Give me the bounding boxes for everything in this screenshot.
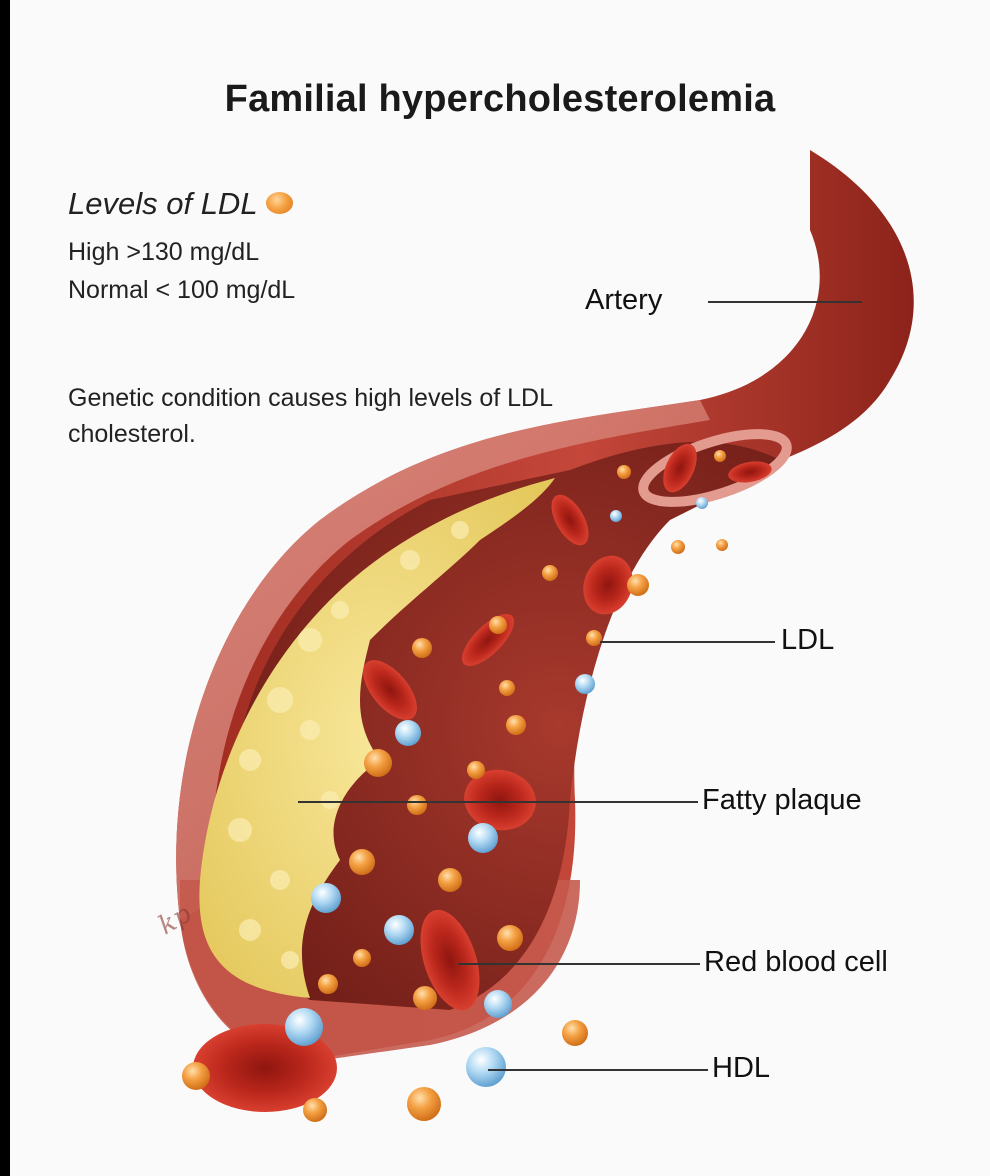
ldl-high-level: High >130 mg/dL <box>68 238 260 266</box>
ldl-label: LDL <box>781 624 835 656</box>
red-blood-cell <box>728 461 772 483</box>
hdl-particle <box>311 883 341 913</box>
ldl-particle <box>182 1062 210 1090</box>
artery-illustration: kp <box>154 150 914 1122</box>
hdl-particle <box>484 990 512 1018</box>
condition-description: Genetic condition causes high levels of … <box>68 384 553 448</box>
ldl-particle <box>489 616 507 634</box>
diagram-title: Familial hypercholesterolemia <box>224 78 776 120</box>
ldl-particle <box>617 465 631 479</box>
ldl-particle <box>586 630 602 646</box>
ldl-particle <box>499 680 515 696</box>
hdl-particle <box>384 915 414 945</box>
red-blood-cell <box>583 555 633 615</box>
ldl-particle <box>467 761 485 779</box>
ldl-particle <box>353 949 371 967</box>
ldl-particle <box>562 1020 588 1046</box>
artery-outer-layer <box>176 400 710 920</box>
ldl-particle <box>542 565 558 581</box>
plaque-texture <box>228 521 469 969</box>
ldl-particle <box>506 715 526 735</box>
hdl-particle <box>285 1008 323 1046</box>
ldl-particle <box>671 540 685 554</box>
ldl-particle <box>318 974 338 994</box>
fatty-plaque <box>199 478 555 998</box>
hdl-particle <box>468 823 498 853</box>
red-blood-cells <box>193 443 772 1112</box>
diagram-canvas: kp <box>10 0 990 1176</box>
ldl-particle <box>716 539 728 551</box>
red-blood-cell <box>193 1024 337 1112</box>
ldl-particle <box>303 1098 327 1122</box>
hdl-particle <box>696 497 708 509</box>
hdl-particle <box>395 720 421 746</box>
red-blood-cell <box>464 769 536 831</box>
hdl-label: HDL <box>712 1052 771 1084</box>
hdl-particle <box>466 1047 506 1087</box>
leader-lines <box>298 301 862 1071</box>
artery-opening-rim <box>638 429 792 507</box>
ldl-levels-heading: Levels of LDL <box>68 186 293 222</box>
ldl-particle <box>438 868 462 892</box>
ldl-particles <box>182 450 728 1122</box>
hdl-particles <box>285 497 708 1087</box>
fatty-plaque-label: Fatty plaque <box>702 784 862 816</box>
ldl-particle <box>407 795 427 815</box>
ldl-particle-icon <box>265 191 293 214</box>
artery-label: Artery <box>585 284 663 316</box>
red-blood-cell-label: Red blood cell <box>704 946 888 978</box>
ldl-particle <box>714 450 726 462</box>
red-blood-cell <box>551 494 589 546</box>
red-blood-cell <box>420 909 480 1011</box>
ldl-particle <box>627 574 649 596</box>
ldl-particle <box>407 1087 441 1121</box>
ldl-particle <box>364 749 392 777</box>
ldl-particle <box>497 925 523 951</box>
ldl-particle <box>349 849 375 875</box>
ldl-normal-level: Normal < 100 mg/dL <box>68 276 296 304</box>
hdl-particle <box>575 674 595 694</box>
hdl-particle <box>610 510 622 522</box>
ldl-levels-heading-text: Levels of LDL <box>68 186 258 221</box>
ldl-particle <box>412 638 432 658</box>
ldl-particle <box>413 986 437 1010</box>
red-blood-cell <box>363 660 417 720</box>
red-blood-cell <box>663 443 697 493</box>
